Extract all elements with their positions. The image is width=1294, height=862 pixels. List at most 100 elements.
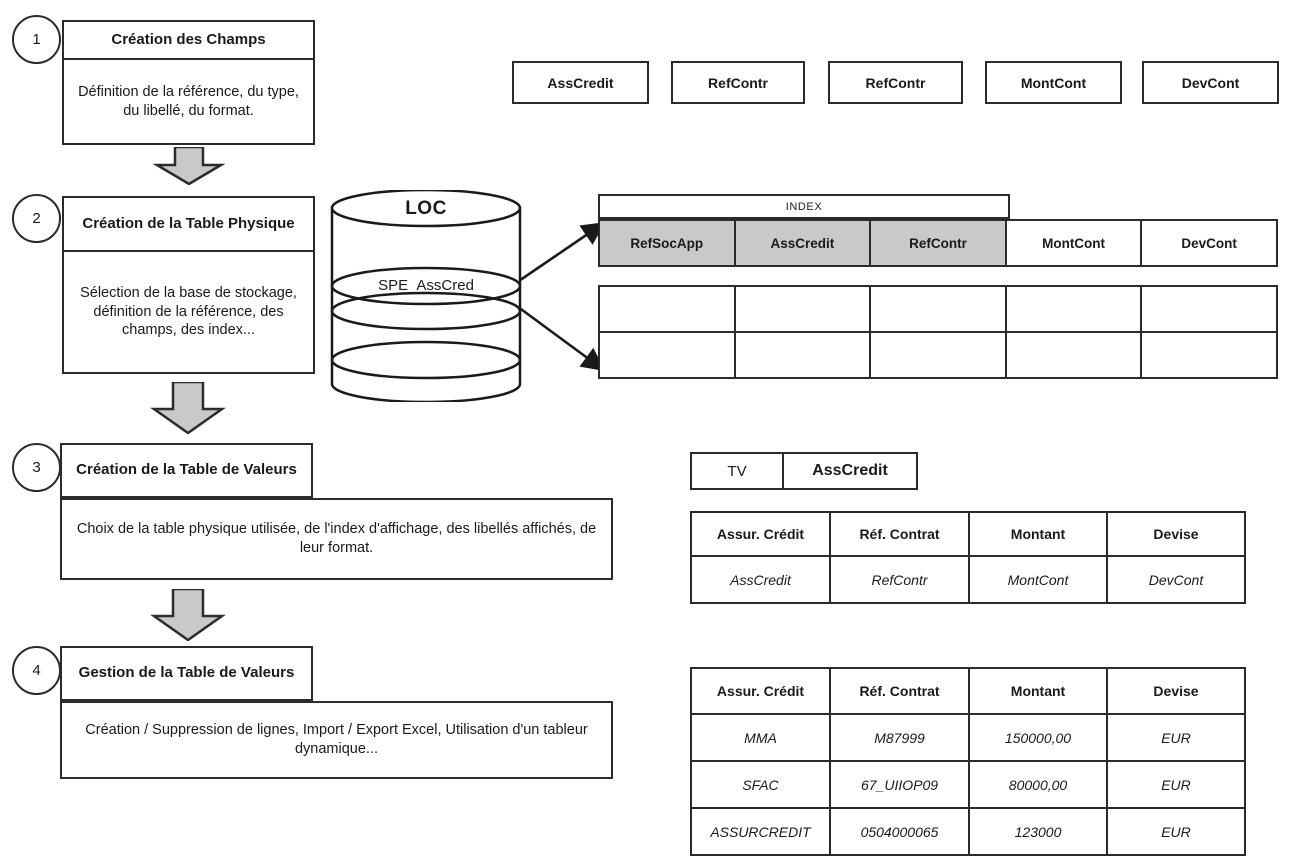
table-row: MMA M87999 150000,00 EUR — [690, 713, 1246, 762]
physical-table-header-row: RefSocApp AssCredit RefContr MontCont De… — [598, 219, 1278, 267]
empty-cell — [600, 333, 736, 377]
vtdata-cell-0-2: 150000,00 — [968, 713, 1108, 762]
step-4-number: 4 — [32, 662, 41, 679]
field-box-2: RefContr — [828, 61, 963, 104]
vtd-header-0: Assur. Crédit — [690, 511, 831, 557]
step-4-title: Gestion de la Table de Valeurs — [78, 664, 295, 682]
vtdata-cell-2-0: ASSURCREDIT — [690, 807, 831, 856]
table-row: SFAC 67_UIIOP09 80000,00 EUR — [690, 760, 1246, 809]
index-label: INDEX — [785, 200, 823, 213]
physical-table-empty-rows — [598, 285, 1278, 379]
step-3-title-box: Création de la Table de Valeurs — [60, 443, 313, 498]
table-row — [600, 287, 1276, 333]
vtdata-cell-1-0: SFAC — [690, 760, 831, 809]
step-4-number-circle: 4 — [12, 646, 61, 695]
field-box-2-label: RefContr — [865, 74, 926, 91]
step-2-title-box: Création de la Table Physique — [62, 196, 315, 252]
field-box-3: MontCont — [985, 61, 1122, 104]
step-3-number: 3 — [32, 459, 41, 476]
step-3-number-circle: 3 — [12, 443, 61, 492]
field-box-3-label: MontCont — [1020, 74, 1087, 91]
field-box-1: RefContr — [671, 61, 805, 104]
field-box-0: AssCredit — [512, 61, 649, 104]
empty-cell — [1142, 287, 1276, 331]
vtdata-header-2: Montant — [968, 667, 1108, 715]
table-row — [600, 333, 1276, 377]
value-table-name-text: AssCredit — [812, 462, 888, 479]
step-2-body: Sélection de la base de stockage, défini… — [80, 284, 297, 339]
table-header-row: Assur. Crédit Réf. Contrat Montant Devis… — [690, 511, 1246, 557]
vtdata-cell-2-1: 0504000065 — [829, 807, 970, 856]
step-1-title: Création des Champs — [111, 30, 266, 48]
step-3-title: Création de la Table de Valeurs — [76, 461, 297, 479]
step-4-title-box: Gestion de la Table de Valeurs — [60, 646, 313, 701]
vtdata-cell-0-1: M87999 — [829, 713, 970, 762]
physical-col-3: MontCont — [1007, 221, 1143, 265]
database-table-name: SPE_AssCred — [378, 277, 474, 294]
physical-col-0-label: RefSocApp — [630, 235, 704, 251]
vtdata-cell-0-3: EUR — [1106, 713, 1246, 762]
field-box-0-label: AssCredit — [547, 74, 614, 91]
step-3-body: Choix de la table physique utilisée, de … — [76, 521, 597, 556]
physical-table-index-band: INDEX — [598, 194, 1010, 219]
vtdata-header-0: Assur. Crédit — [690, 667, 831, 715]
physical-col-4-label: DevCont — [1181, 235, 1237, 251]
physical-col-3-label: MontCont — [1042, 235, 1106, 251]
physical-col-1: AssCredit — [735, 221, 872, 265]
step-1-body: Définition de la référence, du type, du … — [78, 83, 299, 119]
physical-col-0: RefSocApp — [600, 221, 736, 265]
step-4-body-box: Création / Suppression de lignes, Import… — [60, 701, 613, 779]
field-box-4-label: DevCont — [1181, 74, 1240, 91]
step-2-number-circle: 2 — [12, 194, 61, 243]
arrow-step-1-to-2 — [153, 147, 225, 185]
field-box-1-label: RefContr — [708, 74, 768, 91]
step-3-body-box: Choix de la table physique utilisée, de … — [60, 498, 613, 580]
step-4-body: Création / Suppression de lignes, Import… — [85, 722, 588, 757]
physical-col-1-label: AssCredit — [770, 235, 835, 251]
table-header-row: Assur. Crédit Réf. Contrat Montant Devis… — [690, 667, 1246, 715]
empty-cell — [1007, 333, 1143, 377]
connector-db-to-table — [505, 205, 610, 380]
vtdata-cell-2-2: 123000 — [968, 807, 1108, 856]
empty-cell — [871, 333, 1007, 377]
empty-cell — [736, 333, 872, 377]
empty-cell — [600, 287, 736, 331]
arrow-step-3-to-4 — [150, 589, 226, 641]
empty-cell — [1142, 333, 1276, 377]
step-1-number-circle: 1 — [12, 15, 61, 64]
database-cylinder: LOC SPE_AssCred — [328, 188, 524, 404]
value-table-type-text: TV — [727, 462, 747, 480]
vtdata-header-3: Devise — [1106, 667, 1246, 715]
table-row: AssCredit RefContr MontCont DevCont — [690, 555, 1246, 604]
physical-col-4: DevCont — [1142, 221, 1276, 265]
vtd-cell-0-3: DevCont — [1106, 555, 1246, 604]
step-2-body-box: Sélection de la base de stockage, défini… — [62, 252, 315, 374]
step-1-title-box: Création des Champs — [62, 20, 315, 60]
step-2-title: Création de la Table Physique — [82, 214, 295, 232]
empty-cell — [736, 287, 872, 331]
vtdata-cell-1-3: EUR — [1106, 760, 1246, 809]
vtdata-cell-0-0: MMA — [690, 713, 831, 762]
physical-col-2: RefContr — [871, 221, 1007, 265]
database-name: LOC — [405, 198, 447, 219]
vtdata-cell-1-2: 80000,00 — [968, 760, 1108, 809]
field-box-4: DevCont — [1142, 61, 1279, 104]
value-table-definition: Assur. Crédit Réf. Contrat Montant Devis… — [690, 511, 1246, 604]
table-row: ASSURCREDIT 0504000065 123000 EUR — [690, 807, 1246, 856]
vtd-header-2: Montant — [968, 511, 1108, 557]
vtdata-header-1: Réf. Contrat — [829, 667, 970, 715]
arrow-step-2-to-3 — [150, 382, 226, 434]
value-table-ref-box: TV AssCredit — [690, 452, 918, 490]
vtd-cell-0-0: AssCredit — [690, 555, 831, 604]
physical-col-2-label: RefContr — [909, 235, 967, 251]
step-1-number: 1 — [32, 31, 41, 48]
vtdata-cell-2-3: EUR — [1106, 807, 1246, 856]
vtd-cell-0-2: MontCont — [968, 555, 1108, 604]
step-1-body-box: Définition de la référence, du type, du … — [62, 60, 315, 145]
empty-cell — [871, 287, 1007, 331]
value-table-data: Assur. Crédit Réf. Contrat Montant Devis… — [690, 667, 1246, 856]
step-2-number: 2 — [32, 210, 41, 227]
vtd-header-3: Devise — [1106, 511, 1246, 557]
value-table-type-label: TV — [692, 454, 784, 488]
